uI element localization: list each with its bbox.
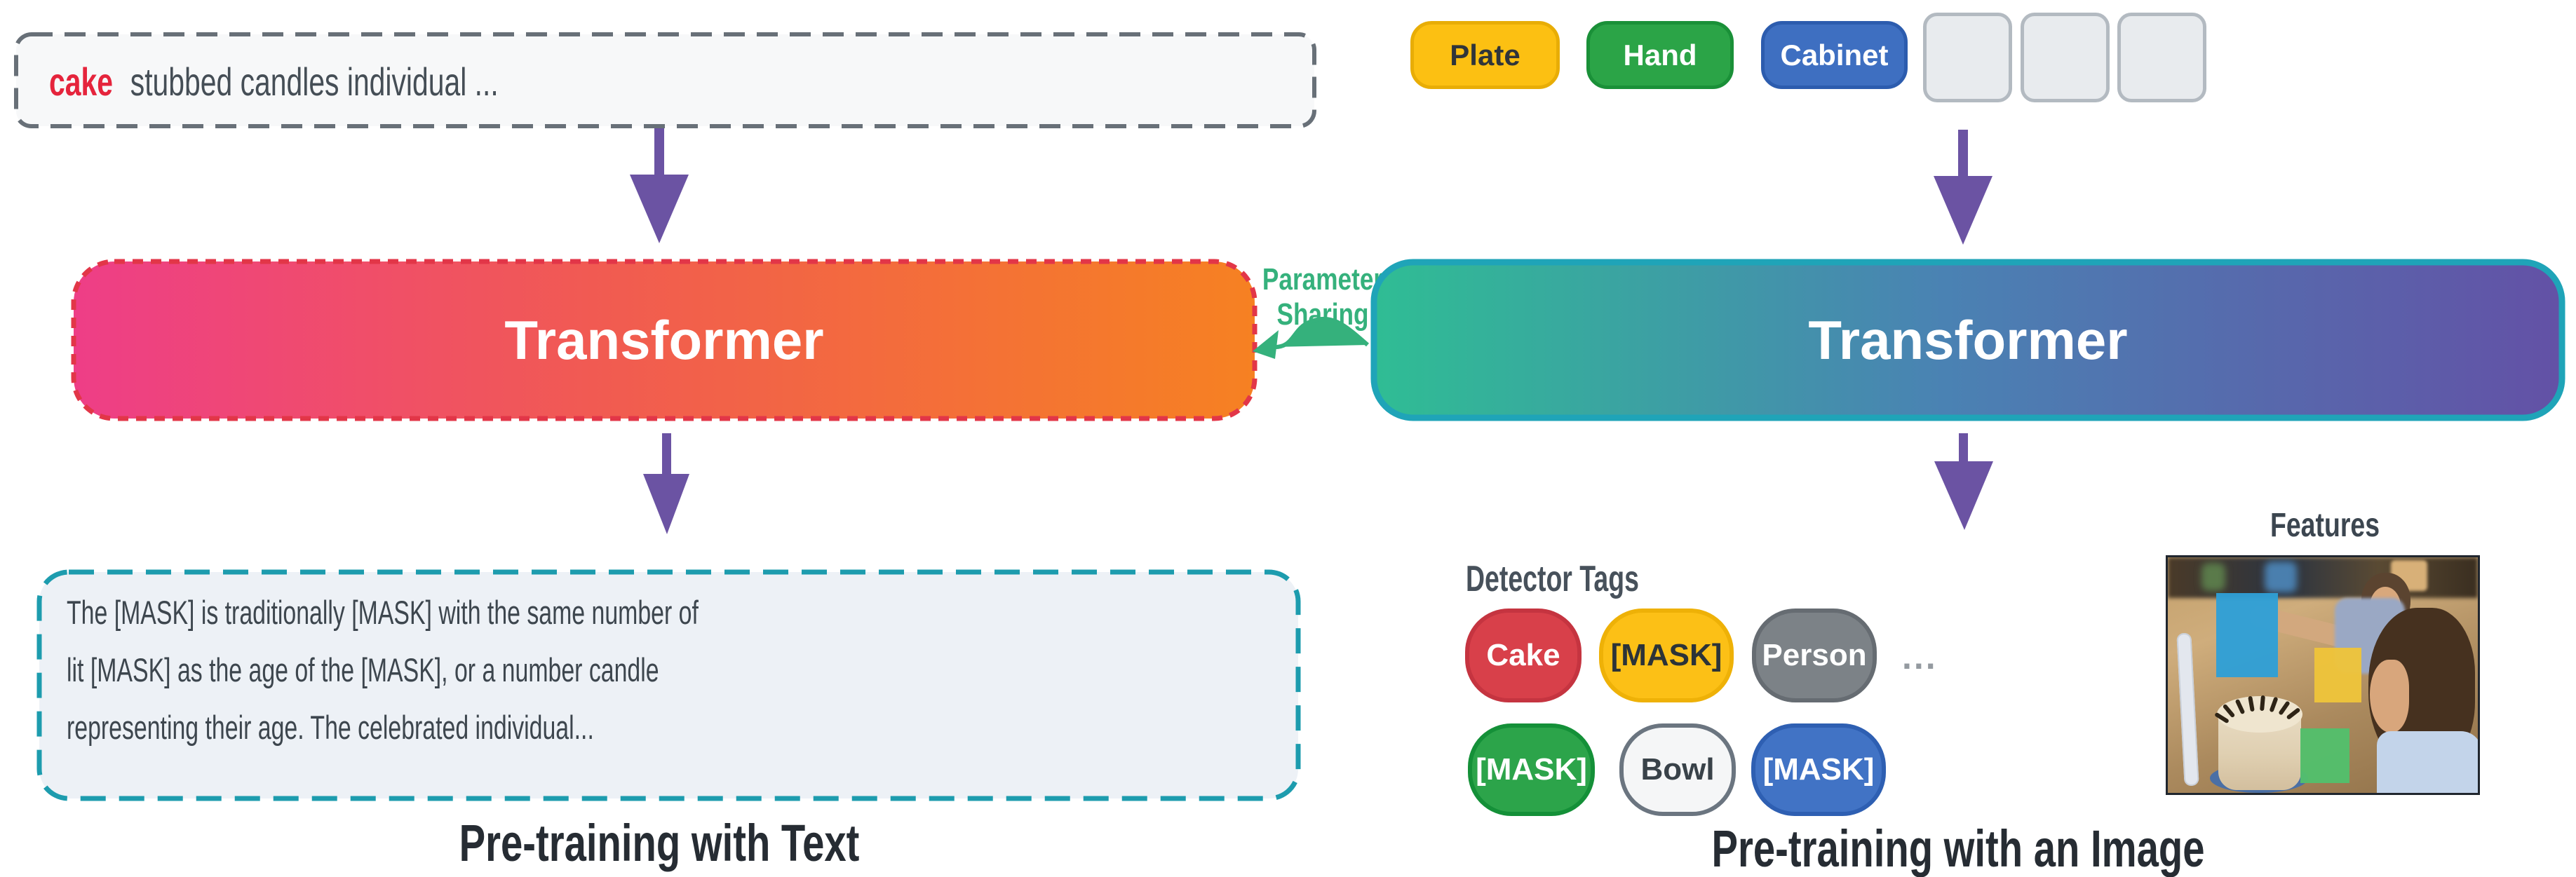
features-photo [2166,555,2480,795]
photo-girl-face [2370,660,2409,733]
photo-girl-shirt [2377,731,2478,793]
text-input-box [14,32,1316,128]
detector-tag-mask-yellow: [MASK] [1599,609,1734,702]
tag-hand: Hand [1586,21,1734,89]
detector-tag-mask-green: [MASK] [1468,723,1595,816]
arrow-transformer-to-detector-tags [1934,433,1993,530]
detector-tag-cake: Cake [1465,609,1582,702]
parameter-sharing-line2: Sharing [1276,297,1369,332]
text-transformer-box [71,259,1257,421]
detector-tag-person: Person [1752,609,1877,702]
image-transformer-label: Transformer [1808,308,2128,371]
caption-pretraining-text: Pre-training with Text [459,814,860,872]
photo-feature-box-blue [2216,593,2278,677]
masked-text-line-1: The [MASK] is traditionally [MASK] with … [67,594,699,631]
image-transformer-box [1370,259,2565,421]
photo-bottle [2201,563,2225,591]
detector-tags-ellipsis: ... [1902,637,1938,677]
features-header: Features [2270,507,2380,544]
photo-feature-box-yellow [2314,648,2361,702]
tag-cabinet: Cabinet [1761,21,1908,89]
empty-feature-slot [1923,13,2012,102]
masked-text-output-box [36,569,1301,801]
detector-tag-bowl: Bowl [1619,723,1736,816]
empty-feature-slot [2021,13,2110,102]
photo-feature-box-green [2300,728,2349,783]
text-input-sentence: cake stubbed candles individual ... [49,59,499,104]
input-sentence-rest: stubbed candles individual ... [130,60,499,104]
parameter-sharing-line1: Parameter [1262,262,1384,297]
masked-text-line-3: representing their age. The celebrated i… [67,709,594,746]
caption-pretraining-image: Pre-training with an Image [1711,820,2205,877]
detector-tag-mask-blue: [MASK] [1751,723,1886,816]
photo-candle-stick [2176,632,2199,787]
text-transformer-label: Transformer [504,308,824,371]
masked-text-line-2: lit [MASK] as the age of the [MASK], or … [67,651,659,688]
arrow-transformer-to-text-output [643,433,689,534]
empty-feature-slot [2117,13,2206,102]
arrow-image-input-to-transformer [1934,130,1992,245]
highlighted-token: cake [49,60,113,104]
arrow-text-input-to-transformer [630,128,689,243]
detector-tags-header: Detector Tags [1466,559,1639,599]
photo-bottle [2265,562,2297,592]
tag-plate: Plate [1410,21,1560,89]
parameter-sharing-label: Parameter Sharing [1261,262,1384,332]
